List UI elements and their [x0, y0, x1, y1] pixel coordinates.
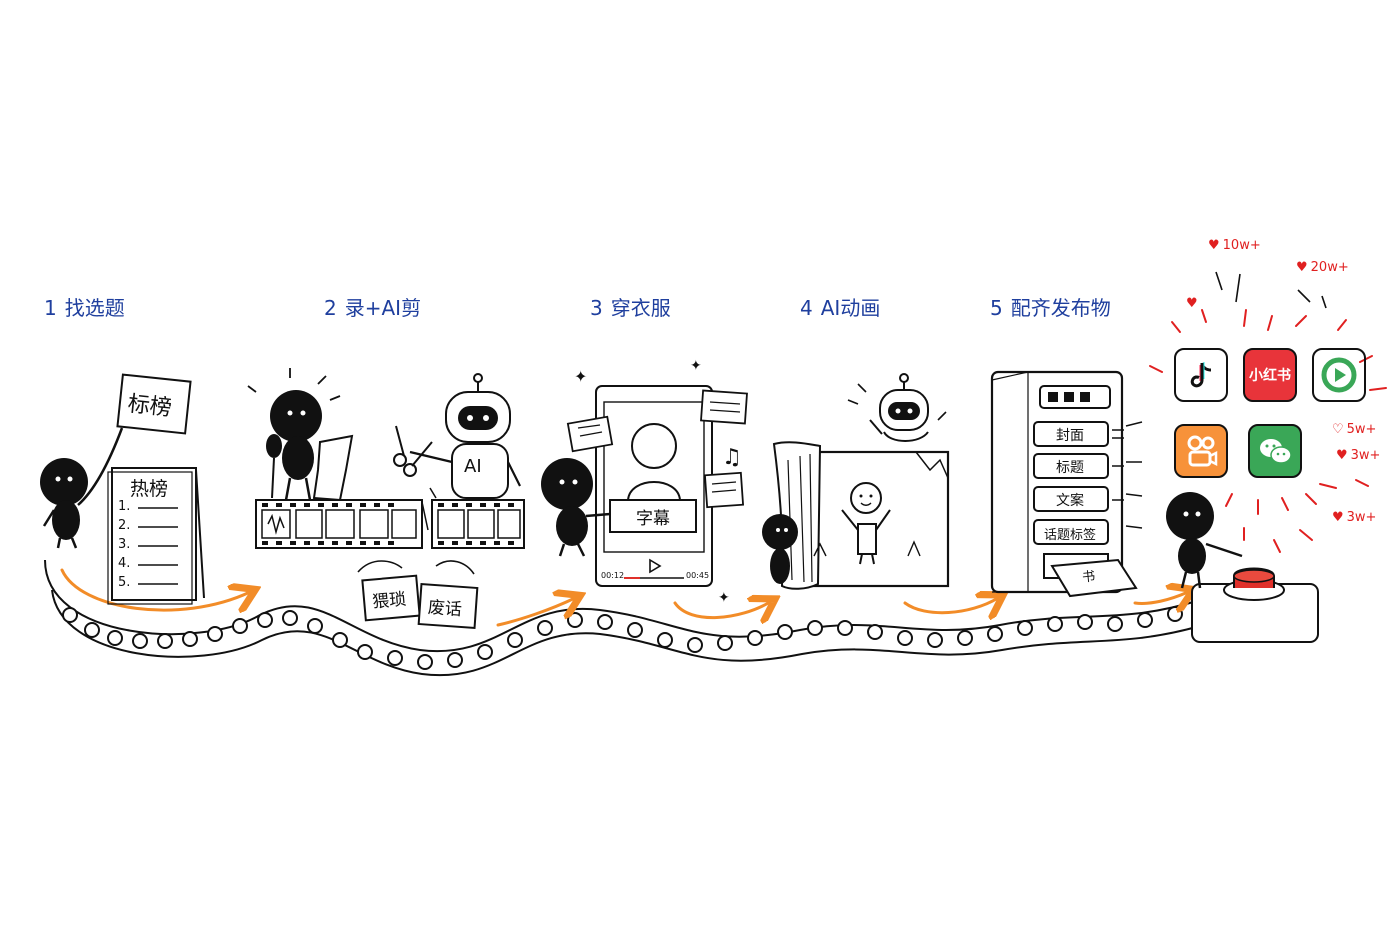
- discarded-scraps: [357, 487, 479, 629]
- step2-scene: [247, 368, 525, 629]
- douyin-icon: [1174, 348, 1228, 402]
- video-time-start: 00:12: [601, 571, 625, 580]
- blob-figure-4: [762, 514, 798, 584]
- robot-editor-icon: [409, 373, 521, 499]
- slot-title: 标题: [1056, 460, 1084, 476]
- stage-screen: [798, 450, 950, 588]
- stat-4: ♥3w+: [1336, 448, 1381, 463]
- heart-only: ♥: [1186, 296, 1201, 311]
- conveyor-rollers: [62, 606, 1183, 670]
- video-channel-icon: [1312, 348, 1366, 402]
- slot-cover: 封面: [1056, 428, 1084, 444]
- music-note-icon: ♫: [722, 445, 742, 470]
- board-title: 热榜: [130, 478, 169, 500]
- sign-label: 标榜: [126, 391, 173, 422]
- animated-figure: [841, 482, 891, 565]
- step4-scene: [762, 373, 950, 590]
- step5-scene: [990, 370, 1143, 598]
- heart-icon: ♥: [1186, 296, 1198, 311]
- step1-scene: [40, 373, 205, 605]
- publish-scene: [1149, 271, 1387, 643]
- scrap-label-1: 猥琐: [371, 589, 408, 613]
- blob-figure-5: [1166, 492, 1243, 589]
- flow-arrows: [60, 568, 1188, 627]
- list-item-5: 5.: [118, 575, 131, 590]
- subtitle-card-label: 字幕: [636, 509, 670, 529]
- scrap-label-2: 废话: [427, 597, 463, 621]
- subtitle-card: [609, 499, 697, 533]
- stat-1: ♥10w+: [1208, 238, 1261, 253]
- blob-figure-1: [40, 427, 124, 549]
- robot-chest-label: AI: [464, 456, 482, 477]
- step3-scene: ♫ ✦ ✦ ✦: [541, 358, 748, 606]
- list-item-2: 2.: [118, 518, 131, 533]
- list-item-4: 4.: [118, 556, 131, 571]
- stat-5: ♥3w+: [1332, 510, 1377, 525]
- microphone-icon: [266, 434, 282, 499]
- list-item-1: 1.: [118, 499, 131, 514]
- video-time-end: 00:45: [686, 571, 710, 580]
- svg-text:✦: ✦: [718, 590, 730, 606]
- robot-animator-icon: [869, 373, 929, 442]
- film-strip: [255, 499, 525, 549]
- heart-outline-icon: ♡: [1332, 422, 1344, 437]
- blob-figure-2: [270, 390, 322, 501]
- svg-text:✦: ✦: [690, 358, 702, 374]
- blob-figure-3: [541, 458, 611, 557]
- heart-icon: ♥: [1296, 260, 1308, 275]
- slot-copy: 文案: [1056, 493, 1084, 509]
- output-tray: [1050, 558, 1138, 598]
- slot-hashtags: 话题标签: [1044, 528, 1097, 543]
- scissors-icon: [393, 425, 433, 477]
- heart-icon: ♥: [1336, 448, 1348, 463]
- list-item-3: 3.: [118, 537, 131, 552]
- tray-label: 书: [1081, 569, 1096, 586]
- xiaohongshu-icon: 小红书: [1243, 348, 1297, 402]
- heart-icon: ♥: [1208, 238, 1220, 253]
- stat-2: ♥20w+: [1296, 260, 1349, 275]
- heart-icon: ♥: [1332, 510, 1344, 525]
- wechat-icon: [1248, 424, 1302, 478]
- burst-lines: [1149, 309, 1387, 553]
- svg-text:✦: ✦: [574, 367, 587, 386]
- stat-3: ♡5w+: [1332, 422, 1377, 437]
- kuaishou-icon: [1174, 424, 1228, 478]
